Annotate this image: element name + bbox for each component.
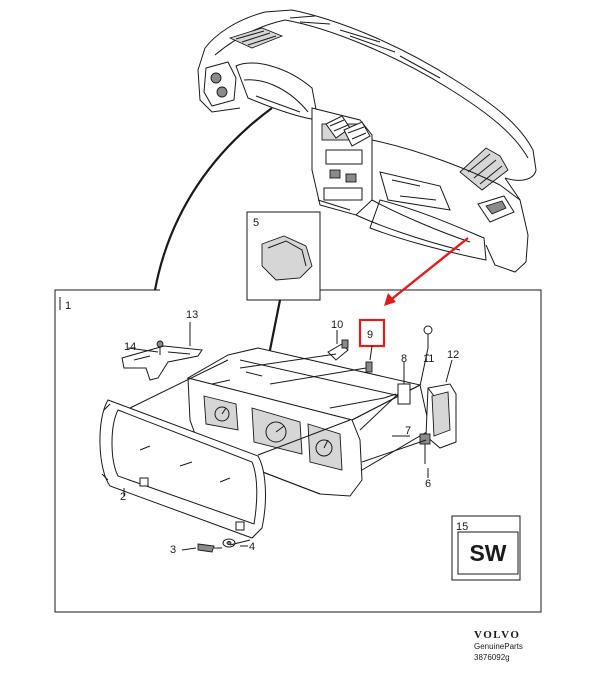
callout-6: 6 [425,478,431,490]
dashboard-illustration [197,9,537,273]
part-5-inset: 5 [246,211,321,362]
brand-logo-text: VOLVO [474,629,520,641]
screw-6 [419,433,431,464]
leader-lines [129,347,429,546]
bracket-13 [121,345,203,381]
cover-glass [99,399,266,539]
cluster-hood [235,62,319,121]
callout-7: 7 [405,425,411,437]
callout-2: 2 [120,491,126,503]
highlight-arrow [384,237,469,306]
callout-5: 5 [253,217,259,229]
right-air-vent [477,195,515,223]
center-air-vents [325,115,371,147]
right-speaker-grille [459,147,509,191]
callout-4: 4 [249,541,255,553]
callout-9: 9 [367,329,373,341]
callout-1: 1 [65,300,71,312]
callout-8: 8 [401,353,407,365]
callout-14: 14 [124,341,136,353]
callout-12: 12 [447,349,459,361]
callout-11: 11 [423,353,434,365]
sw-software-box: 15 SW [451,515,521,581]
callout-15: 15 [456,521,468,533]
assembly-frame [54,289,542,613]
hood-to-cluster-connector [153,107,273,291]
bulb-10 [327,339,349,361]
left-air-vent [203,61,237,107]
brand-subtitle: GenuineParts [474,642,523,651]
housing-12 [425,383,457,449]
washer-4 [222,538,236,548]
bulb-9 [365,361,373,373]
callout-10: 10 [331,319,343,331]
connector-8 [383,370,411,405]
callout-13: 13 [186,309,198,321]
left-speaker-grille [228,27,284,49]
figure-code: 3876092g [474,653,510,662]
screw-14 [156,340,164,355]
screw-3 [197,543,222,553]
footer-branding: VOLVO GenuineParts 3876092g [474,629,523,662]
sw-label: SW [469,540,506,566]
callout-leaders [123,322,453,551]
callout-3: 3 [170,544,176,556]
screw-11 [423,325,433,348]
